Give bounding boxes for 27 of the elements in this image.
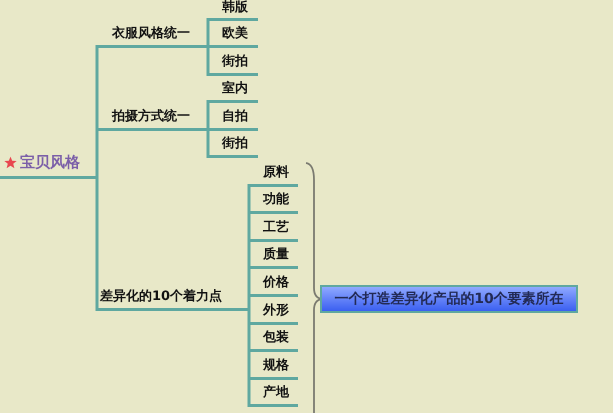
leaf-topic: 功能 [251,193,298,214]
leaf-topic: 包装 [251,331,298,352]
leaf-topic: 价格 [251,276,298,297]
connector-line [205,100,210,131]
connector-line [205,45,210,76]
leaf-topic: 产地 [251,386,298,407]
leaf-topic: 韩版 [210,2,258,21]
connector-line [205,128,210,158]
leaf-topic: 工艺 [251,221,298,242]
leaf-topic: 规格 [251,359,298,380]
leaf-topic: 自拍 [210,110,258,131]
connector-line [247,294,251,311]
summary-box: 一个打造差异化产品的10个要素所在 [320,285,578,313]
leaf-topic: 室内 [210,82,258,103]
leaf-topic: 街拍 [210,137,258,158]
leaf-topic: 欧美 [210,27,258,48]
leaf-topic: 街拍 [210,55,258,76]
topic-text: 宝贝风格 [20,154,80,170]
branch-topic: 差异化的10个着力点 [100,287,248,311]
leaf-topic: 原料 [251,166,298,187]
branch-topic: 拍摄方式统一 [100,107,205,131]
branch-topic: 衣服风格统一 [100,24,205,48]
leaf-topic: 质量 [251,248,298,269]
connector-line [92,176,100,311]
leaf-topic: 外形 [251,304,298,325]
root-topic [0,152,92,179]
connector-line [205,18,210,48]
